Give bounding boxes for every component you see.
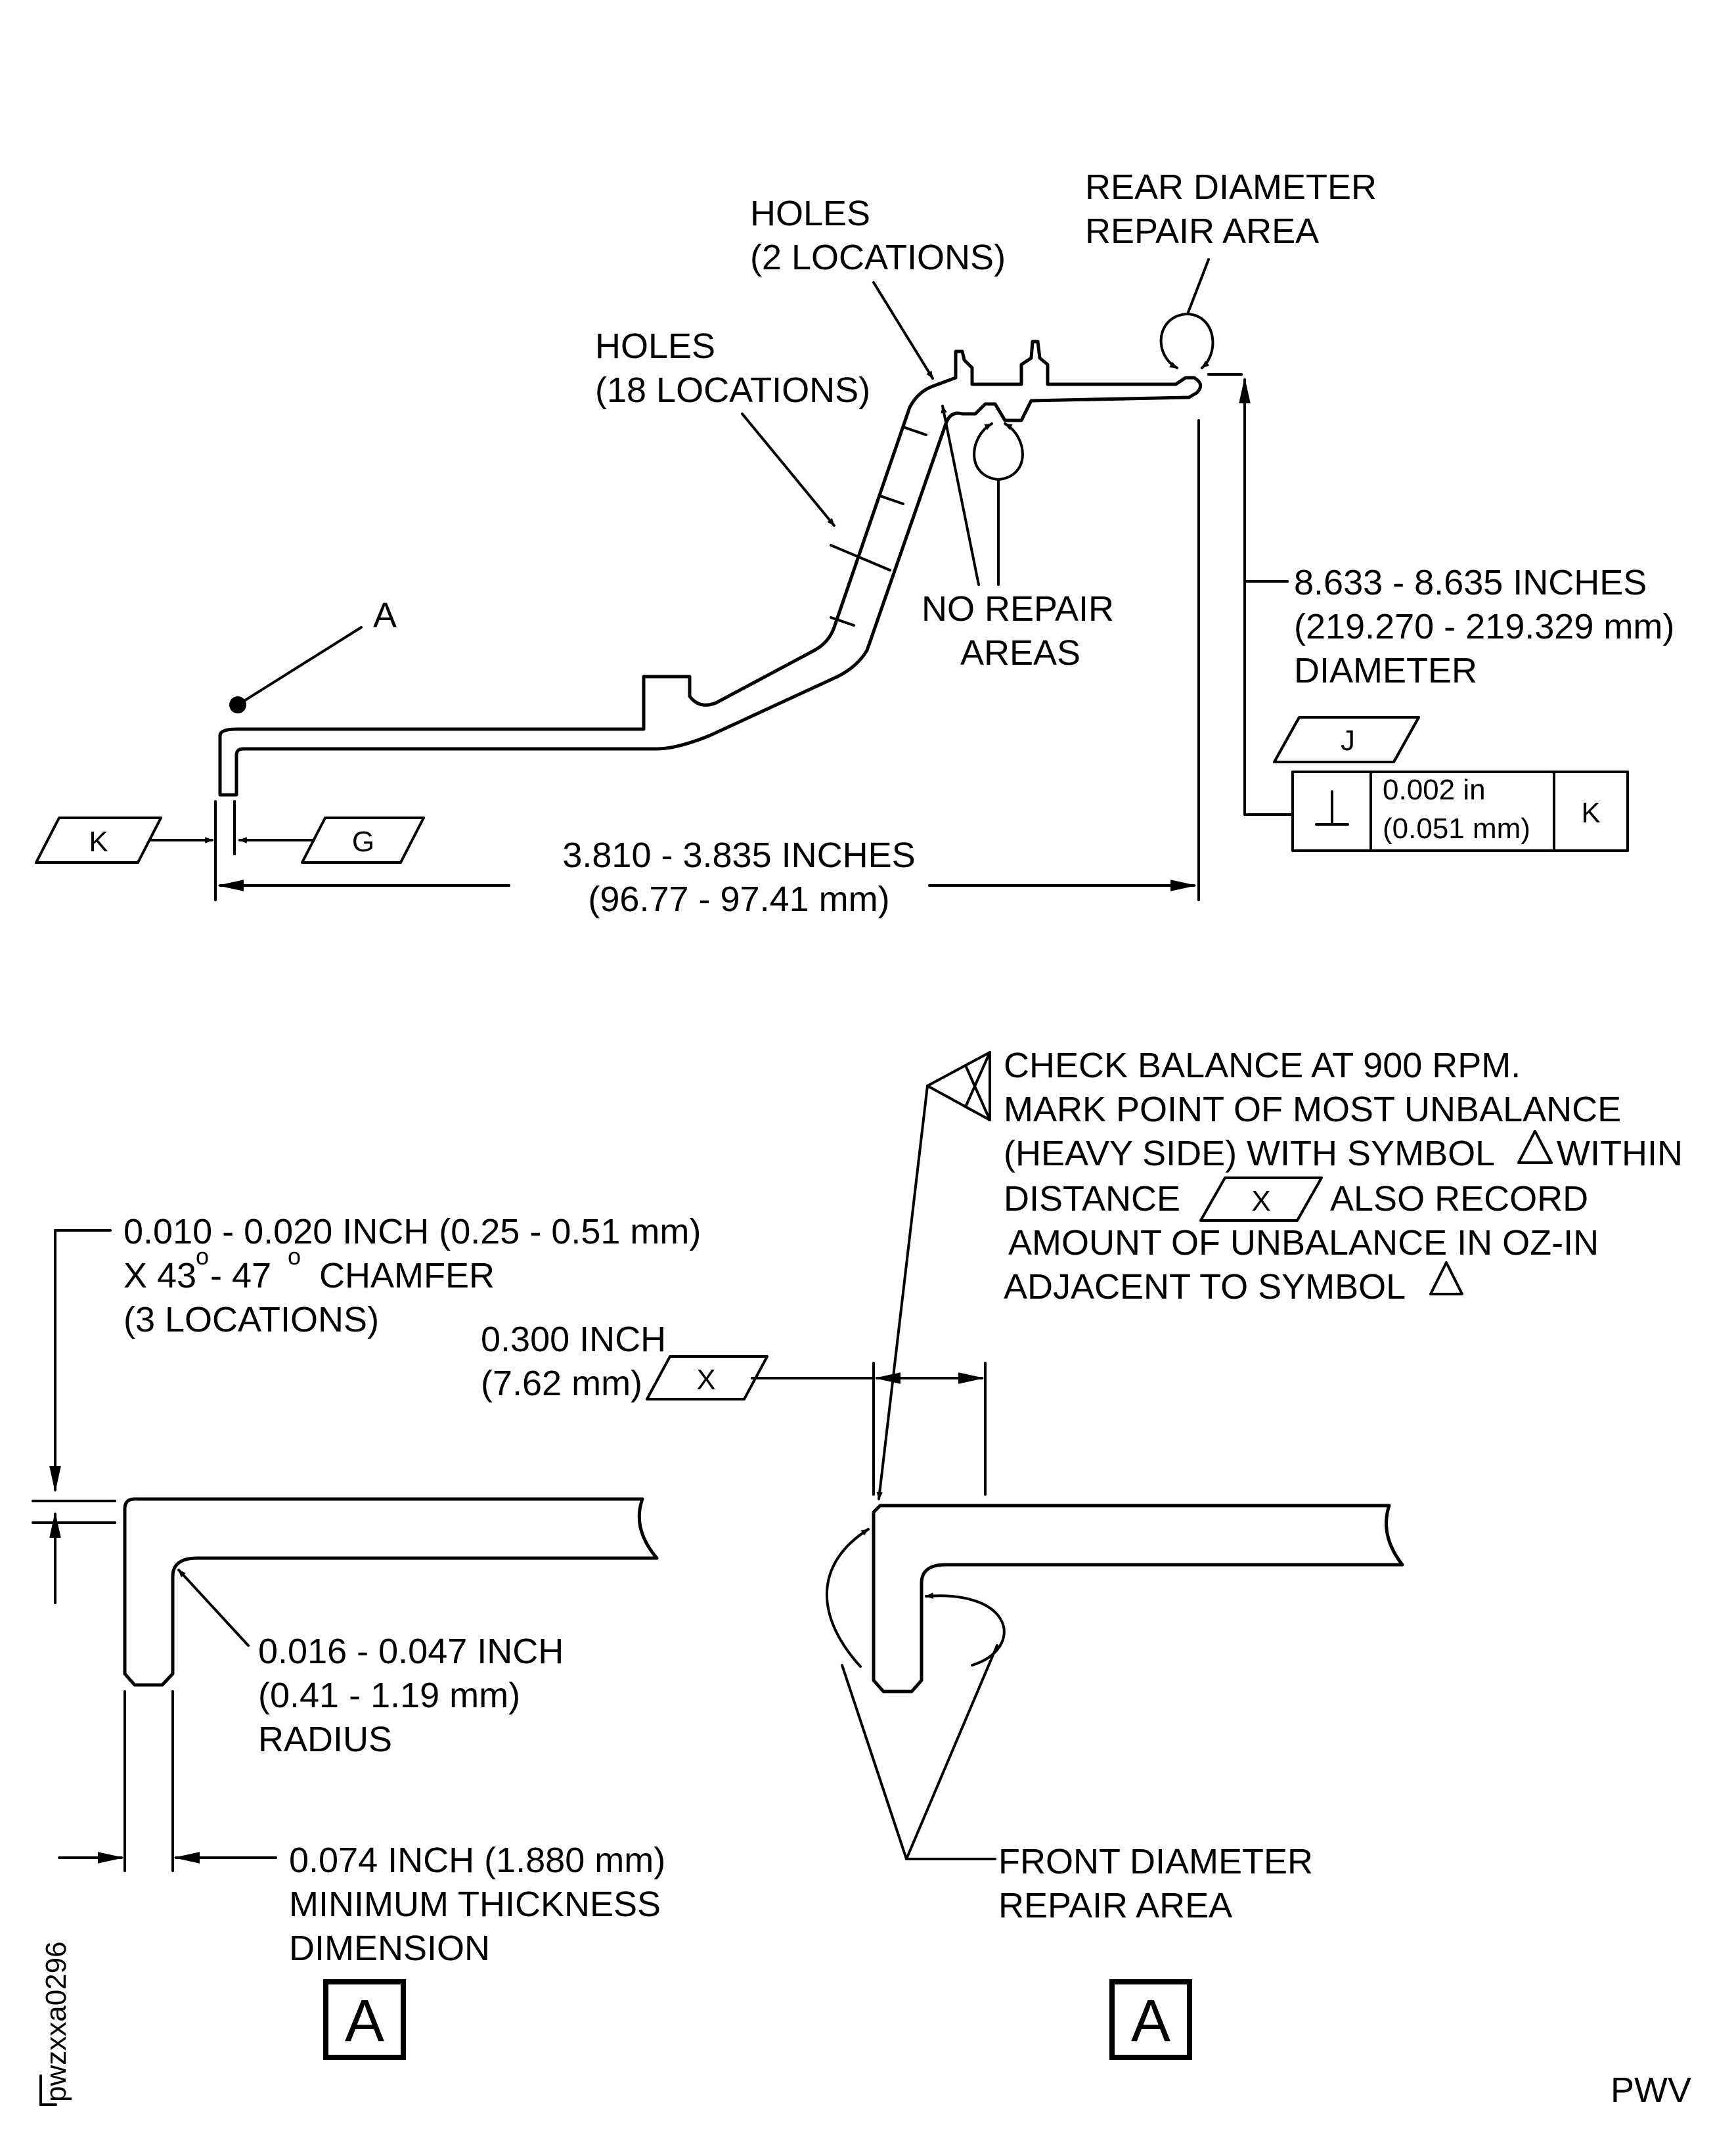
balance-line1: CHECK BALANCE AT 900 RPM. bbox=[1004, 1046, 1521, 1085]
view-label-right: A bbox=[1109, 1979, 1192, 2060]
radius-line3: RADIUS bbox=[258, 1720, 392, 1759]
balance-flag-symbol bbox=[926, 1051, 991, 1121]
datum-x-label: X bbox=[696, 1364, 715, 1396]
length-line1: 3.810 - 3.835 INCHES bbox=[562, 836, 915, 875]
datum-g: G bbox=[238, 817, 425, 864]
front-repair-line1: FRONT DIAMETER bbox=[998, 1842, 1313, 1881]
x-dim-line2: (7.62 mm) bbox=[481, 1364, 642, 1403]
length-dimension: 3.810 - 3.835 INCHES (96.77 - 97.41 mm) bbox=[214, 800, 1197, 919]
chamfer-line1: 0.010 - 0.020 INCH (0.25 - 0.51 mm) bbox=[123, 1212, 701, 1251]
figure-id: pwzxxa0296 bbox=[39, 1941, 72, 2106]
view-label-right-text: A bbox=[1131, 1988, 1170, 2054]
balance-line7: ADJACENT TO SYMBOL bbox=[1004, 1267, 1406, 1307]
tolerance-frame: 0.002 in (0.051 mm) K bbox=[1291, 771, 1629, 852]
diameter-line1: 8.633 - 8.635 INCHES bbox=[1294, 563, 1647, 602]
delta-symbol bbox=[1517, 1130, 1553, 1164]
balance-line3: (HEAVY SIDE) WITH SYMBOL bbox=[1004, 1134, 1495, 1173]
tolerance-datum: K bbox=[1581, 797, 1600, 829]
balance-line6: AMOUNT OF UNBALANCE IN OZ-IN bbox=[1008, 1223, 1599, 1263]
tolerance-value-line2: (0.051 mm) bbox=[1383, 813, 1530, 845]
hole-mark bbox=[902, 426, 927, 436]
thickness-line3: DIMENSION bbox=[289, 1929, 490, 1968]
point-a-label: A bbox=[373, 596, 397, 635]
datum-x-text-label: X bbox=[1251, 1185, 1270, 1217]
balance-line2: MARK POINT OF MOST UNBALANCE bbox=[1004, 1090, 1621, 1129]
balance-also-record: ALSO RECORD bbox=[1330, 1179, 1588, 1219]
radius-line2: (0.41 - 1.19 mm) bbox=[258, 1676, 520, 1715]
x-dim-line1: 0.300 INCH bbox=[481, 1320, 666, 1359]
thickness-line1: 0.074 INCH (1.880 mm) bbox=[289, 1841, 665, 1880]
chamfer-callout: 0.010 - 0.020 INCH (0.25 - 0.51 mm) X 43… bbox=[32, 1212, 701, 1604]
x-dimension: 0.300 INCH (7.62 mm) X bbox=[481, 1320, 987, 1496]
view-label-left: A bbox=[323, 1979, 406, 2060]
radius-callout: 0.016 - 0.047 INCH (0.41 - 1.19 mm) RADI… bbox=[177, 1569, 564, 1759]
diameter-line3: DIAMETER bbox=[1294, 651, 1477, 690]
holes-18-line2: (18 LOCATIONS) bbox=[595, 370, 870, 410]
balance-within: WITHIN bbox=[1557, 1134, 1683, 1173]
diameter-line2: (219.270 - 219.329 mm) bbox=[1294, 607, 1674, 646]
detail-a-left-profile bbox=[123, 1497, 659, 1687]
balance-distance: DISTANCE bbox=[1004, 1179, 1180, 1219]
holes-2-callout: HOLES (2 LOCATIONS) bbox=[750, 194, 1006, 380]
chamfer-line3: (3 LOCATIONS) bbox=[123, 1300, 379, 1339]
chamfer-degree-2: o bbox=[288, 1243, 301, 1270]
datum-j-label: J bbox=[1341, 725, 1355, 757]
figure-id-text: pwzxxa0296 bbox=[40, 1941, 72, 2102]
hole-mark bbox=[879, 495, 904, 505]
rear-repair-callout: REAR DIAMETER REPAIR AREA bbox=[1085, 168, 1377, 369]
chamfer-word: CHAMFER bbox=[319, 1256, 495, 1295]
hole-mark bbox=[830, 616, 855, 627]
chamfer-x43: X 43 bbox=[123, 1256, 196, 1295]
thickness-callout: 0.074 INCH (1.880 mm) MINIMUM THICKNESS … bbox=[58, 1690, 665, 1968]
chamfer-degree-1: o bbox=[196, 1243, 209, 1270]
balance-callout: CHECK BALANCE AT 900 RPM. MARK POINT OF … bbox=[876, 1046, 1683, 1500]
footer-code: PWV bbox=[1611, 2071, 1691, 2110]
diameter-dimension: 8.633 - 8.635 INCHES (219.270 - 219.329 … bbox=[1197, 373, 1674, 901]
perpendicularity-symbol bbox=[1315, 790, 1349, 826]
rear-repair-line1: REAR DIAMETER bbox=[1085, 168, 1377, 207]
thickness-line2: MINIMUM THICKNESS bbox=[289, 1885, 661, 1924]
chamfer-47: - 47 bbox=[210, 1256, 271, 1295]
datum-k: K bbox=[35, 817, 213, 864]
rear-repair-line2: REPAIR AREA bbox=[1085, 212, 1319, 251]
no-repair-callout: NO REPAIR AREAS bbox=[922, 405, 1114, 673]
no-repair-line2: AREAS bbox=[960, 633, 1080, 673]
front-repair-callout: FRONT DIAMETER REPAIR AREA bbox=[825, 1528, 1313, 1925]
holes-2-line2: (2 LOCATIONS) bbox=[750, 238, 1006, 277]
tolerance-value-line1: 0.002 in bbox=[1383, 774, 1486, 806]
datum-j: J bbox=[1273, 716, 1420, 763]
view-label-left-text: A bbox=[345, 1988, 384, 2054]
holes-18-callout: HOLES (18 LOCATIONS) bbox=[595, 326, 891, 571]
datum-x-box-text bbox=[1199, 1176, 1323, 1222]
length-line2: (96.77 - 97.41 mm) bbox=[588, 880, 889, 919]
point-a-callout: A bbox=[229, 596, 397, 713]
holes-2-line1: HOLES bbox=[750, 194, 870, 233]
no-repair-line1: NO REPAIR bbox=[922, 589, 1114, 629]
delta-symbol-2 bbox=[1429, 1261, 1463, 1295]
datum-k-label: K bbox=[89, 826, 108, 858]
holes-18-line1: HOLES bbox=[595, 326, 715, 366]
datum-g-label: G bbox=[352, 826, 374, 858]
radius-line1: 0.016 - 0.047 INCH bbox=[258, 1632, 564, 1671]
detail-a-right-profile bbox=[872, 1504, 1404, 1693]
front-repair-line2: REPAIR AREA bbox=[998, 1886, 1232, 1925]
part-profile bbox=[218, 340, 1203, 797]
